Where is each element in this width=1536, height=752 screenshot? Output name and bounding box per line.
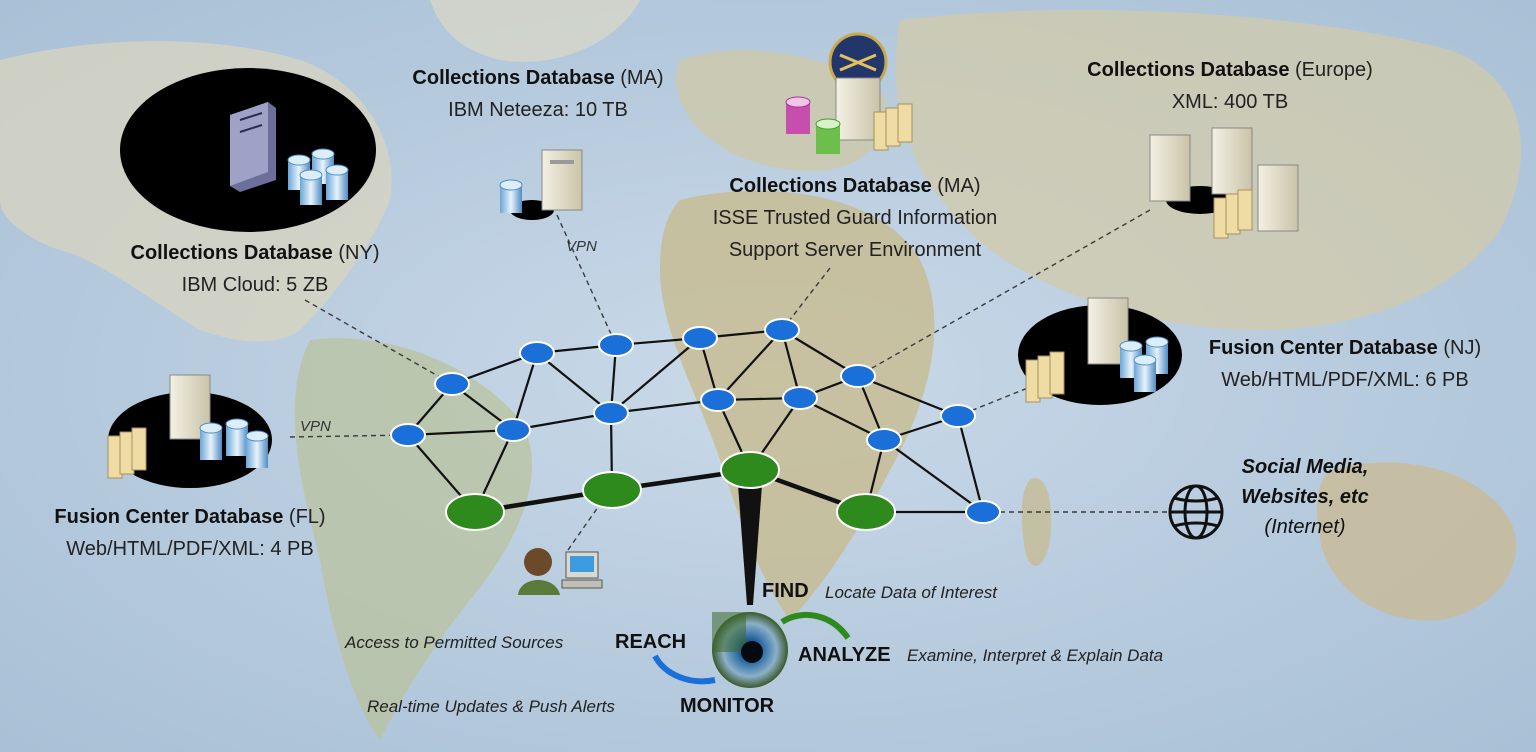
analyst-workstation-icon [518,548,603,595]
ny-database-label: Collections Database (NY) IBM Cloud: 5 Z… [110,237,400,301]
nj-database-detail: Web/HTML/PDF/XML: 6 PB [1221,369,1469,391]
network-node [764,318,800,342]
hub-node [582,471,642,509]
ma-neteeza-server-cluster [499,149,583,220]
fl-database-name: Fusion Center Database [54,506,284,528]
network-node [434,372,470,396]
nj-database-name: Fusion Center Database [1208,337,1438,359]
monitor-label: MONITOR [680,695,775,717]
europe-database-name: Collections Database [1087,59,1290,81]
blue-arrow-icon [652,654,716,685]
isse-server-cluster [785,32,913,154]
ma1-database-name: Collections Database [412,67,615,89]
network-node [866,428,902,452]
nj-fusion-cluster [1018,297,1182,405]
vpn-label-north: VPN [566,238,597,255]
fl-database-location: (FL) [288,506,326,528]
find-label: FIND [762,580,809,602]
internet-label: Social Media, Websites, etc (Internet) [1230,452,1380,542]
network-node [965,500,1001,524]
green-arrow-icon [780,611,851,640]
eye-icon [712,612,788,688]
network-node [840,364,876,388]
reach-description: Access to Permitted Sources [345,633,564,652]
network-node [593,401,629,425]
database-cylinders-icon [1119,336,1169,392]
find-description: Locate Data of Interest [825,583,997,602]
internet-line-2: Websites, etc [1241,486,1369,508]
network-node [495,418,531,442]
ma2-database-detail-2: Support Server Environment [728,239,982,261]
network-node [940,404,976,428]
europe-server-cluster [1149,127,1299,239]
fl-fusion-cluster [107,374,272,488]
ma1-database-label: Collections Database (MA) IBM Neteeza: 1… [388,62,688,126]
ny-database-location: (NY) [338,242,380,264]
network-node [700,388,736,412]
ma2-database-location: (MA) [937,175,981,197]
europe-database-location: (Europe) [1295,59,1373,81]
europe-database-label: Collections Database (Europe) XML: 400 T… [1055,54,1405,118]
south-america-landmass [294,338,532,740]
green-hubs [445,451,896,531]
analyze-description: Examine, Interpret & Explain Data [907,646,1164,665]
mainframe-icon [230,102,276,192]
network-node [598,333,634,357]
nj-database-label: Fusion Center Database (NJ) Web/HTML/PDF… [1190,332,1500,396]
hub-node [836,493,896,531]
vpn-label-west: VPN [300,418,331,435]
blue-nodes [390,318,1001,524]
madagascar-landmass [1021,478,1052,567]
ma2-database-name: Collections Database [729,175,932,197]
asia-landmass [895,10,1522,330]
ma1-database-location: (MA) [620,67,664,89]
server-icon [1149,134,1191,202]
australia-landmass [1317,462,1517,621]
greenland-landmass [430,0,640,62]
ny-database-detail: IBM Cloud: 5 ZB [181,274,329,296]
globe-icon [1168,484,1224,540]
monitor-description: Real-time Updates & Push Alerts [367,697,615,716]
ma1-database-detail: IBM Neteeza: 10 TB [448,99,628,121]
fl-database-detail: Web/HTML/PDF/XML: 4 PB [66,538,314,560]
database-cylinders-icon [287,148,349,205]
nj-database-location: (NJ) [1443,337,1482,359]
database-cylinder-icon [499,179,523,191]
server-icon [1257,164,1299,232]
funnel-connector [738,485,762,605]
folders-icon [107,427,147,479]
database-cylinders-icon [199,418,269,468]
network-node [682,326,718,350]
folders-icon [1213,189,1253,239]
network-node [519,341,555,365]
ny-database-cluster [120,68,376,232]
analyze-label: ANALYZE [798,644,891,666]
folders-icon [873,103,913,151]
reach-label: REACH [615,631,687,653]
network-node [782,386,818,410]
ny-database-name: Collections Database [130,242,333,264]
server-icon [541,149,583,211]
server-icon [835,77,881,141]
europe-database-detail: XML: 400 TB [1171,91,1289,113]
folders-icon [1025,351,1065,403]
hub-node [445,493,505,531]
fl-database-label: Fusion Center Database (FL) Web/HTML/PDF… [20,501,360,565]
network-node [390,423,426,447]
hub-node [720,451,780,489]
internet-line-3: (Internet) [1264,516,1346,538]
internet-line-1: Social Media, [1241,456,1369,478]
ma2-database-label: Collections Database (MA) ISSE Trusted G… [680,170,1030,266]
ma2-database-detail-1: ISSE Trusted Guard Information [712,207,998,229]
server-icon [1211,127,1253,195]
